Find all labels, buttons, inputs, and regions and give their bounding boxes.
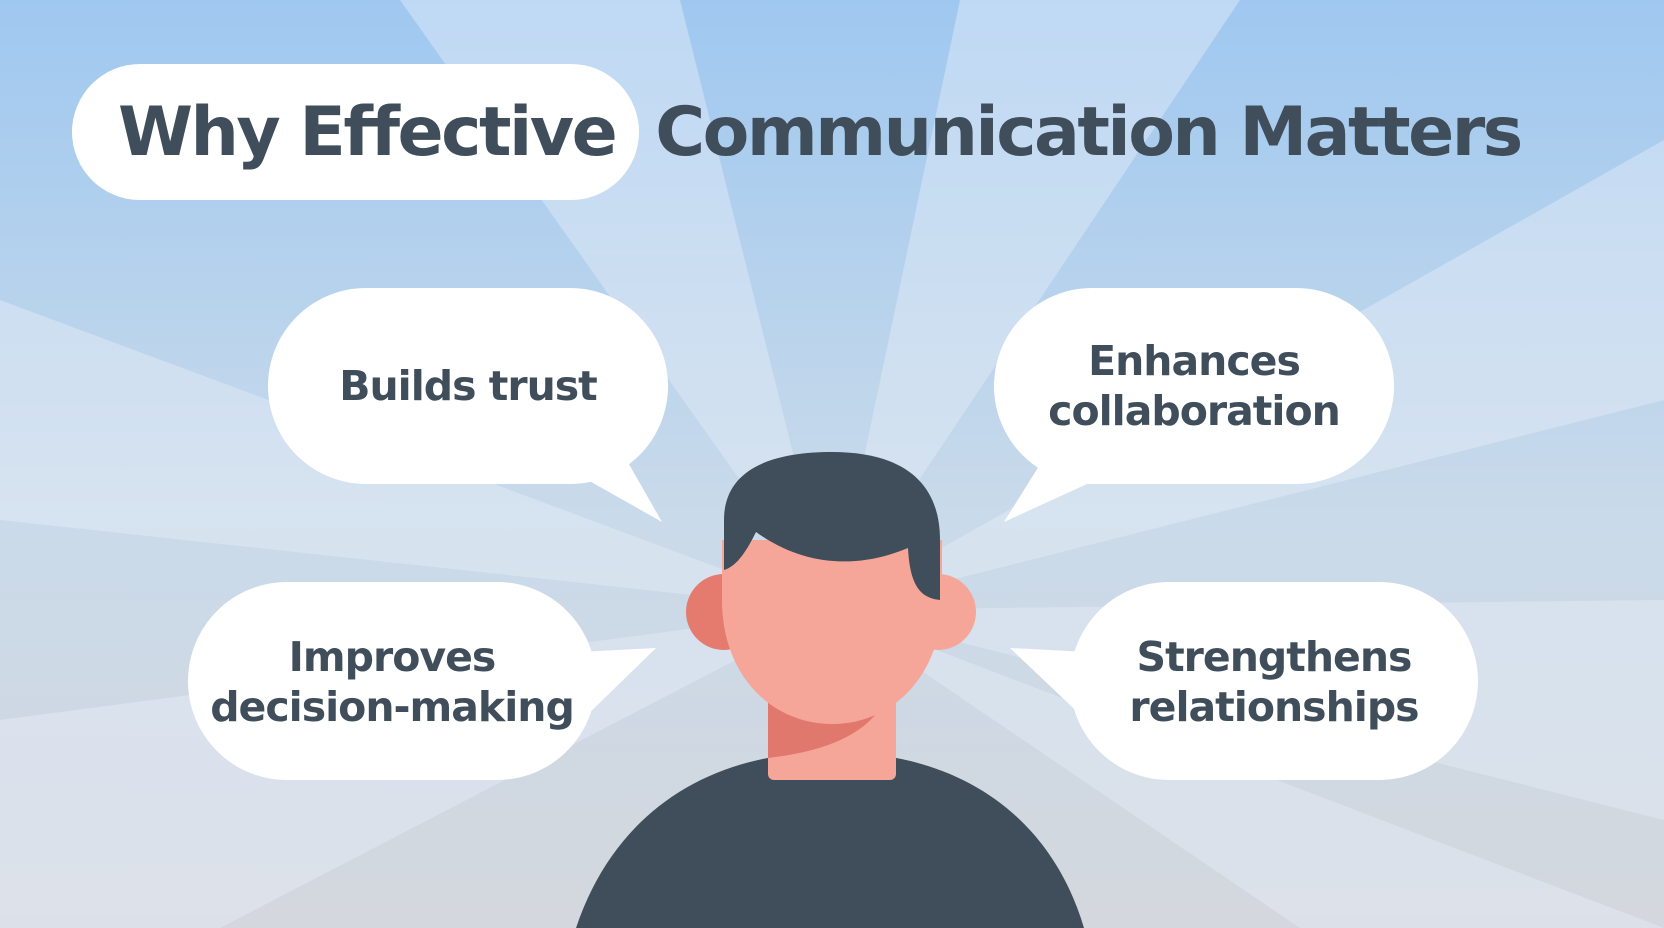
bubble-label-builds-trust: Builds trust (339, 362, 598, 410)
shirt (576, 752, 1084, 928)
bubble-builds-trust (268, 288, 668, 522)
title-highlight-pill: Why Effective (72, 64, 640, 200)
bubble-label-strengthens-relationships: Strengthens relationships (1129, 633, 1419, 731)
hair-icon (724, 452, 940, 600)
bubble-label-enhances-collaboration: Enhances collaboration (1048, 337, 1341, 435)
bubble-enhances-collaboration (994, 288, 1394, 522)
title-row: Why Effective Communication Matters (72, 64, 1523, 200)
title-highlight: Why Effective (118, 92, 618, 172)
bubble-improves-decision-making (188, 582, 656, 780)
face (722, 540, 942, 724)
bubble-strengthens-relationships (1010, 582, 1478, 780)
title-rest: Communication Matters (655, 92, 1523, 172)
bubble-label-improves-decision-making: Improves decision-making (210, 633, 575, 731)
person-illustration (576, 452, 1084, 928)
